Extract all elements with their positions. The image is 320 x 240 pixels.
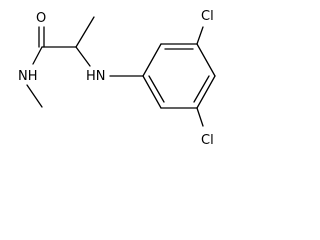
bond-alpha-methyl [75, 16, 95, 48]
atom-label-amide-nitrogen: NH [18, 69, 38, 84]
atom-label-amine-nitrogen: HN [86, 69, 106, 84]
bond-ring-cl-top [196, 26, 204, 45]
atom-label-chlorine-top: Cl [201, 9, 214, 24]
bond-ring-3 [196, 43, 216, 77]
bond-ring-cl-bottom [196, 107, 204, 127]
bond-ring-6 [142, 75, 162, 109]
bond-ring-inner-2 [193, 75, 210, 103]
atom-label-carbonyl-oxygen: O [36, 11, 46, 26]
bond-ring-inner-3 [148, 75, 165, 103]
molecule-structure: O NH HN Cl Cl [18, 9, 216, 148]
bond-ring-1 [142, 43, 162, 77]
bond-alpha-amine-n [75, 46, 91, 67]
atom-label-chlorine-bottom: Cl [201, 133, 214, 148]
bond-carbonyl-amide-n [32, 46, 43, 65]
bond-ring-4 [196, 75, 216, 109]
bond-amide-n-methyl [26, 84, 43, 108]
